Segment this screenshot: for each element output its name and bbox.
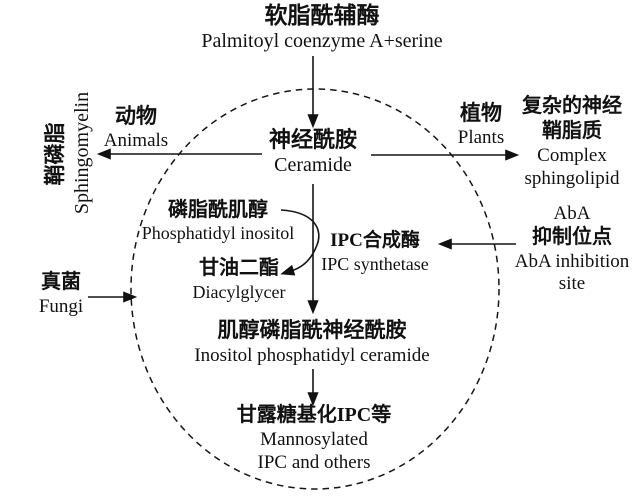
node-complex-sphingolipid: 复杂的神经 鞘脂质 Complex sphingolipid (504, 94, 640, 190)
node-sphingomyelin-en: Sphingomyelin (71, 91, 93, 215)
branch-fungi-cn: 真菌 (41, 271, 81, 293)
aba-line3: AbA inhibition (514, 251, 630, 272)
branch-plants: 植物 Plants (438, 100, 524, 149)
aba-line4: site (558, 273, 586, 294)
node-diacylglycerol-en: Diacylglycer (192, 282, 286, 302)
node-diacylglycerol: 甘油二酯 Diacylglycer (175, 256, 303, 303)
node-ceramide: 神经酰胺 Ceramide (233, 127, 393, 177)
node-complex-sphingolipid-en2: sphingolipid (524, 168, 620, 189)
node-mannosylated-ipc-en2: IPC and others (257, 452, 371, 473)
node-mannosylated-ipc-en1: Mannosylated (260, 429, 368, 450)
cell-membrane-dashed-ellipse (130, 88, 500, 490)
node-palmitoyl-coa-cn: 软脂酰辅酶 (264, 3, 380, 28)
node-phosphatidyl-inositol-en: Phosphatidyl inositol (141, 223, 295, 243)
arrow-phosphatidyl-inositol-to-diacylglycerol-curved (280, 209, 320, 276)
node-inositol-phosphatidyl-ceramide: 肌醇磷脂酰神经酰胺 Inositol phosphatidyl ceramide (181, 317, 443, 367)
branch-plants-cn: 植物 (460, 101, 502, 125)
branch-animals-en: Animals (103, 130, 169, 151)
node-palmitoyl-coa-en: Palmitoyl coenzyme A+serine (201, 30, 443, 52)
node-ceramide-cn: 神经酰胺 (268, 127, 357, 152)
node-ceramide-en: Ceramide (274, 154, 352, 176)
branch-animals-cn: 动物 (115, 104, 157, 128)
node-ipc-en: Inositol phosphatidyl ceramide (194, 345, 430, 366)
node-mannosylated-ipc: 甘露糖基化IPC等 Mannosylated IPC and others (204, 403, 424, 474)
node-phosphatidyl-inositol-cn: 磷脂酰肌醇 (168, 199, 268, 221)
node-mannosylated-ipc-cn: 甘露糖基化IPC等 (236, 404, 392, 426)
node-ipc-cn: 肌醇磷脂酰神经酰胺 (217, 318, 407, 342)
branch-plants-en: Plants (457, 127, 505, 148)
enzyme-ipc-synthetase: IPC合成酶 IPC synthetase (313, 228, 437, 275)
aba-line2-cn: 抑制位点 (532, 226, 612, 248)
node-palmitoyl-coa: 软脂酰辅酶 Palmitoyl coenzyme A+serine (172, 2, 472, 53)
enzyme-ipc-synthetase-en: IPC synthetase (321, 254, 429, 274)
node-complex-sphingolipid-en1: Complex (537, 145, 607, 166)
node-phosphatidyl-inositol: 磷脂酰肌醇 Phosphatidyl inositol (127, 198, 309, 244)
branch-fungi-en: Fungi (38, 296, 84, 317)
branch-fungi: 真菌 Fungi (24, 270, 98, 318)
branch-animals: 动物 Animals (93, 103, 179, 152)
node-sphingomyelin-cn: 鞘磷脂 (43, 122, 67, 186)
aba-line1: AbA (553, 203, 591, 224)
annotation-aba-inhibition-site: AbA 抑制位点 AbA inhibition site (506, 203, 638, 295)
node-diacylglycerol-cn: 甘油二酯 (199, 257, 279, 279)
node-complex-sphingolipid-cn1: 复杂的神经 (522, 95, 622, 117)
node-complex-sphingolipid-cn2: 鞘脂质 (542, 120, 602, 142)
enzyme-ipc-synthetase-cn: IPC合成酶 (330, 230, 420, 251)
